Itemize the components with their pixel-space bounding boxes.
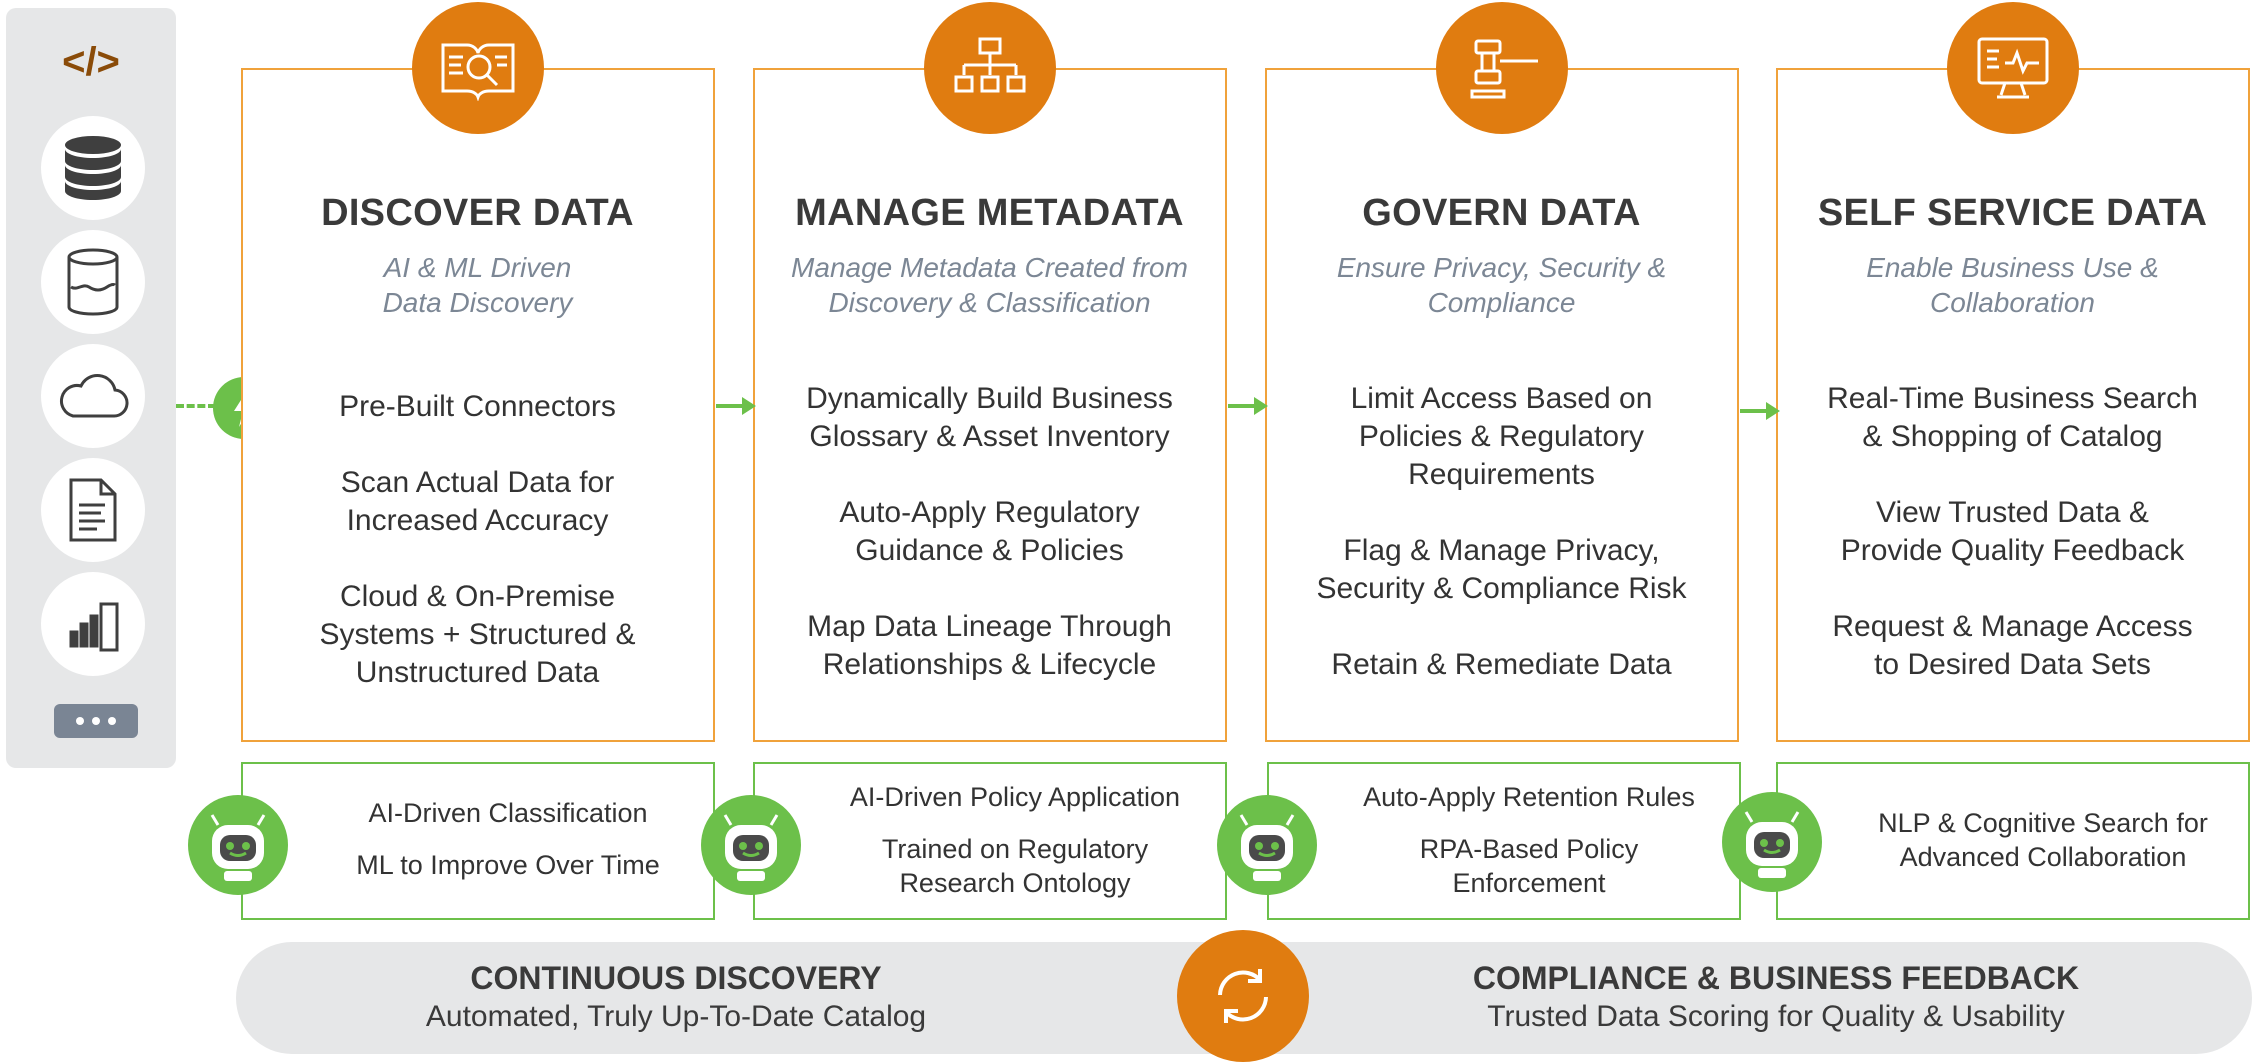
compliance-feedback-title: COMPLIANCE & BUSINESS FEEDBACK — [1472, 960, 2080, 996]
continuous-discovery-subtitle: Automated, Truly Up-To-Date Catalog — [425, 1000, 927, 1033]
panel-title: GOVERN DATA — [1362, 192, 1641, 234]
ai-item-list: AI-Driven Classification ML to Improve O… — [356, 798, 660, 880]
continuous-discovery-title: CONTINUOUS DISCOVERY — [470, 960, 882, 996]
list-item: Pre-Built Connectors — [339, 390, 616, 423]
panel-subtitle: Enable Business Use &Collaboration — [1866, 252, 2159, 318]
ai-capability-box: AI-Driven Classification ML to Improve O… — [241, 762, 715, 920]
panel-items: Real-Time Business Search& Shopping of C… — [1778, 380, 2247, 722]
cloud-icon — [41, 344, 145, 448]
robot-icon — [701, 795, 801, 895]
storage-cylinder-icon — [41, 230, 145, 334]
robot-icon — [1217, 795, 1317, 895]
panel-title: SELF SERVICE DATA — [1817, 192, 2208, 234]
code-icon: </> — [62, 40, 120, 84]
robot-icon — [1722, 792, 1822, 892]
manage-metadata-panel: MANAGE METADATA Manage Metadata Created … — [753, 68, 1227, 742]
flow-arrow — [1228, 397, 1268, 415]
document-icon — [41, 458, 145, 562]
refresh-cycle-icon — [1177, 930, 1309, 1062]
list-item: Flag & Manage Privacy,Security & Complia… — [1316, 534, 1687, 605]
monitor-pulse-icon — [1947, 2, 2079, 134]
ai-capability-box: AI-Driven Policy Application Trained on … — [753, 762, 1227, 920]
data-source-rail: </> — [6, 8, 176, 768]
ai-capability-box: Auto-Apply Retention Rules RPA-Based Pol… — [1267, 762, 1741, 920]
ai-item-list: AI-Driven Policy Application Trained on … — [849, 782, 1181, 898]
gavel-icon — [1436, 2, 1568, 134]
hierarchy-icon — [924, 2, 1056, 134]
more-sources-button[interactable] — [54, 704, 138, 738]
compliance-feedback-subtitle: Trusted Data Scoring for Quality & Usabi… — [1487, 1000, 2065, 1033]
flow-arrow — [716, 397, 756, 415]
book-search-icon — [412, 2, 544, 134]
list-item: View Trusted Data &Provide Quality Feedb… — [1840, 496, 2185, 567]
self-service-data-panel: SELF SERVICE DATA Enable Business Use &C… — [1776, 68, 2250, 742]
robot-icon — [188, 795, 288, 895]
govern-data-panel: GOVERN DATA Ensure Privacy, Security &Co… — [1265, 68, 1739, 742]
flow-arrow — [1740, 402, 1780, 420]
database-icon — [41, 116, 145, 220]
list-item: Retain & Remediate Data — [1331, 648, 1672, 681]
source-connector-line — [176, 404, 216, 408]
panel-title: MANAGE METADATA — [795, 192, 1184, 234]
panel-items: Pre-Built Connectors Scan Actual Data fo… — [243, 388, 712, 730]
power-bi-icon — [41, 572, 145, 676]
list-item: Real-Time Business Search& Shopping of C… — [1827, 382, 2198, 453]
panel-subtitle: Ensure Privacy, Security &Compliance — [1336, 252, 1667, 318]
panel-title: DISCOVER DATA — [321, 192, 634, 234]
ai-item-list: Auto-Apply Retention Rules RPA-Based Pol… — [1363, 782, 1695, 898]
